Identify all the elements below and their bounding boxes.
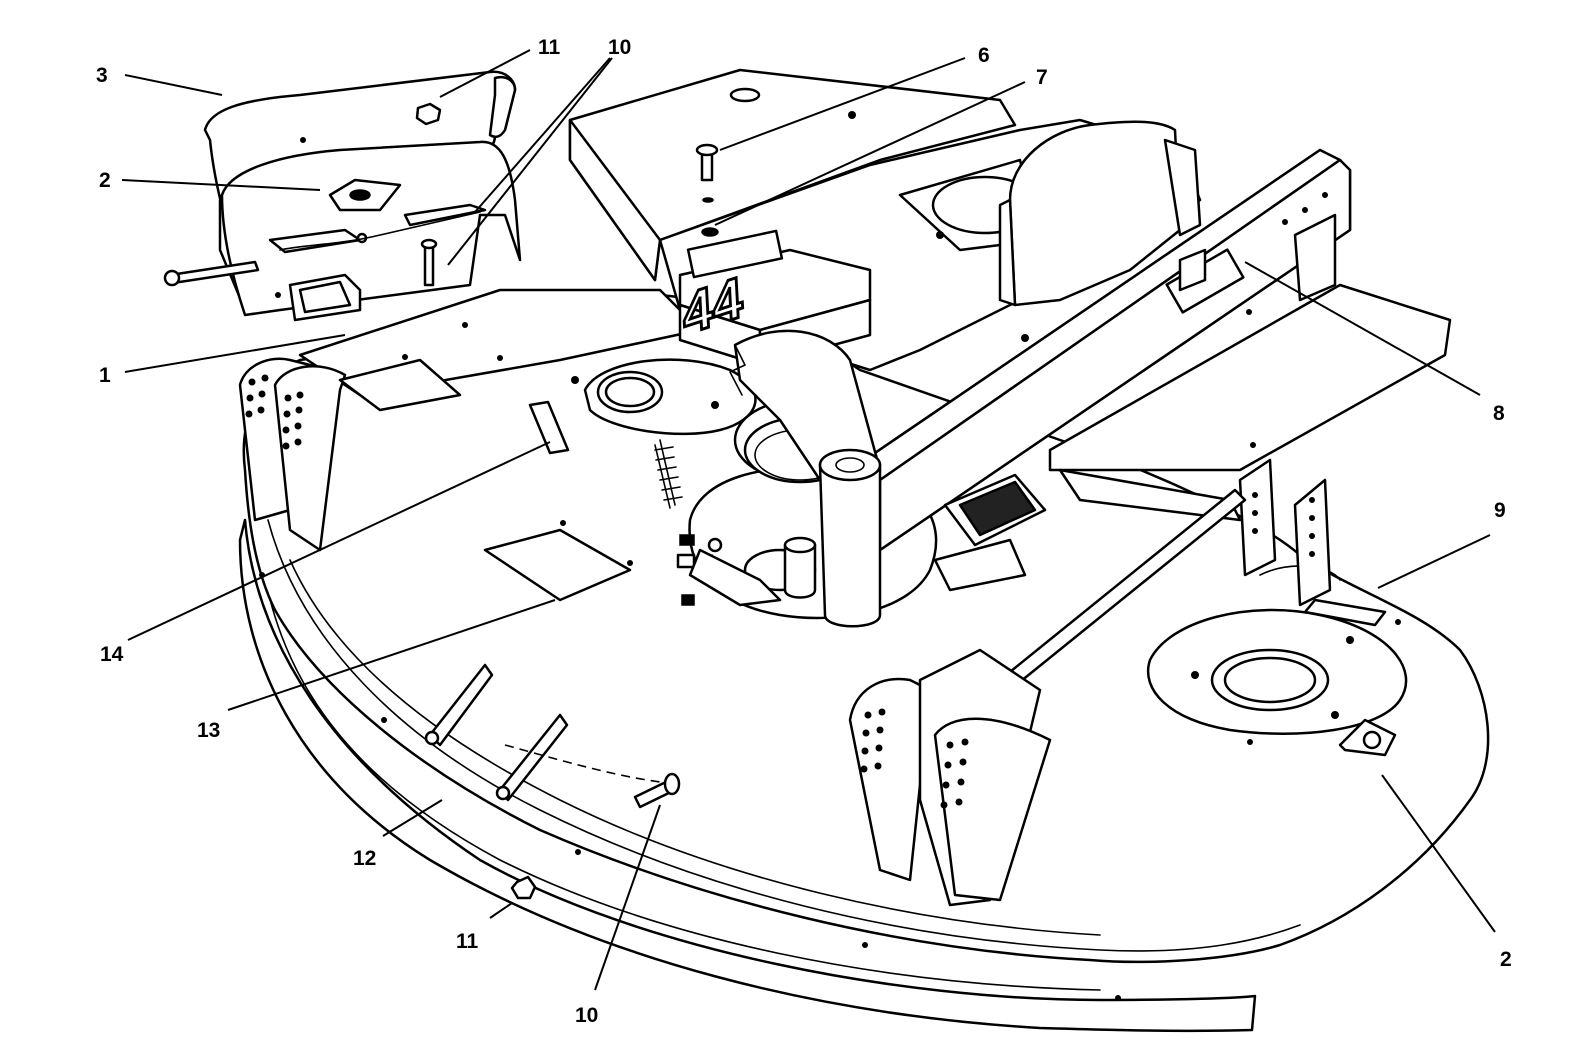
idler-spring-assembly xyxy=(654,439,782,607)
hardware-bolt-washer xyxy=(695,143,719,237)
callout-12: 12 xyxy=(353,847,376,870)
decal-14 xyxy=(528,400,570,455)
callout-2-upper: 2 xyxy=(99,169,111,192)
callout-10-upper: 10 xyxy=(608,36,631,59)
center-pedal-block xyxy=(933,468,1242,592)
right-spindle-housing xyxy=(1147,565,1408,735)
mower-deck-shell xyxy=(238,283,1490,1033)
callout-2-lower: 2 xyxy=(1500,948,1512,971)
callout-8: 8 xyxy=(1493,402,1505,425)
belt-cover-3 xyxy=(163,70,522,322)
right-deck-bracket xyxy=(1238,458,1332,607)
front-gauge-brackets xyxy=(424,663,681,900)
decal-rear-left xyxy=(338,358,462,412)
callout-11-lower: 11 xyxy=(456,930,479,953)
callout-labels: 3 2 1 11 10 6 7 8 9 2 14 13 12 11 10 xyxy=(96,36,1512,1027)
callout-14: 14 xyxy=(100,643,124,666)
callout-10-lower: 10 xyxy=(575,1004,598,1027)
lift-cross-beam xyxy=(848,148,1352,552)
left-discharge-chute xyxy=(238,357,347,552)
callout-7: 7 xyxy=(1036,66,1048,89)
left-spindle-housing xyxy=(571,358,757,436)
deck-holes xyxy=(259,309,1401,1001)
callout-9: 9 xyxy=(1494,499,1506,522)
callout-leaders xyxy=(121,49,1496,991)
callout-13: 13 xyxy=(197,719,220,742)
callout-6: 6 xyxy=(978,44,990,67)
pivot-arm-assembly xyxy=(729,329,882,628)
deck-decals xyxy=(338,358,1397,757)
right-discharge-chute xyxy=(848,648,1052,907)
decal-13 xyxy=(483,528,632,602)
callout-1: 1 xyxy=(99,364,111,387)
belt-guard-hump xyxy=(998,120,1202,307)
belt-cover-left-box xyxy=(568,68,1017,282)
callout-3: 3 xyxy=(96,64,108,87)
callout-11-upper: 11 xyxy=(538,36,561,59)
